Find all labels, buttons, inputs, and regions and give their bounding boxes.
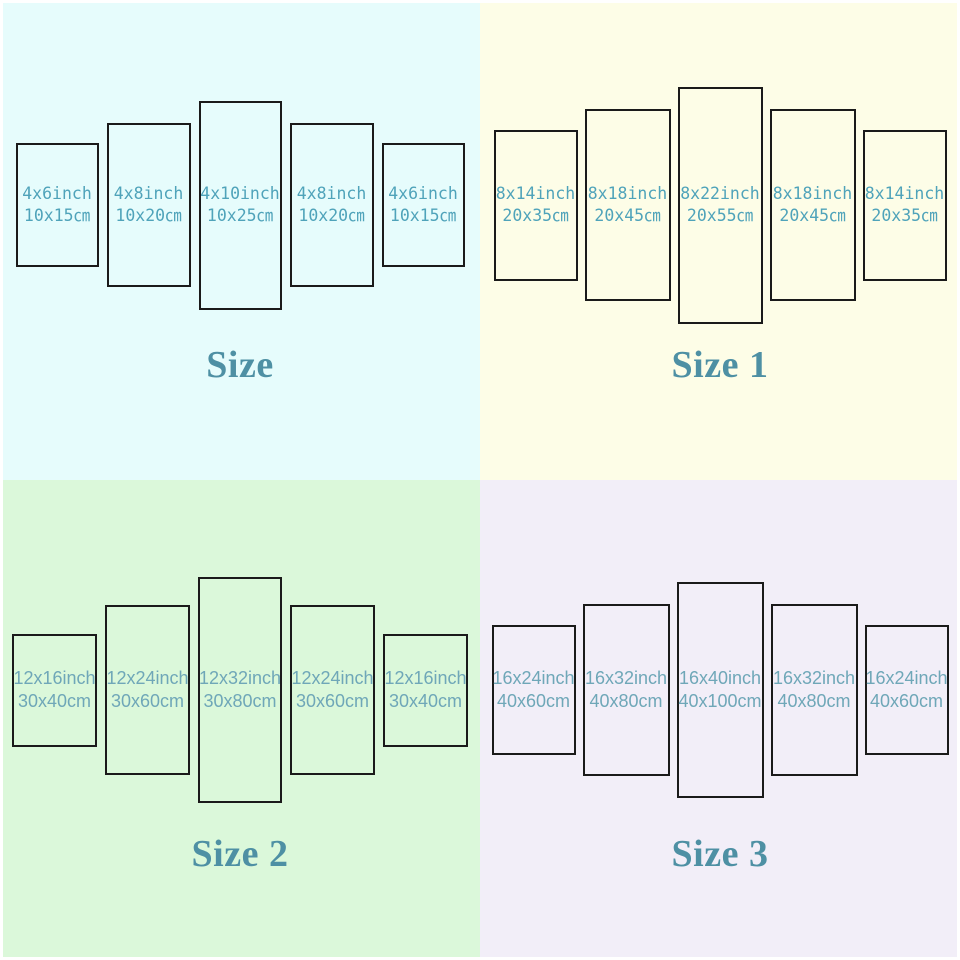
- canvas-panel: 8x14inch 20x35㎝: [493, 129, 578, 281]
- canvas-panel: 16x32inch 40x80cm: [582, 604, 670, 776]
- panel-size-inch: 4x6inch: [22, 183, 92, 203]
- canvas-panel: 4x6inch 10x15㎝: [381, 143, 465, 267]
- panel-size-cm: 30x60cm: [110, 691, 185, 711]
- section-title: Size 3: [671, 833, 769, 875]
- panel-size-inch: 16x32inch: [772, 667, 856, 688]
- panel-size-cm: 10x15㎝: [389, 206, 457, 225]
- panel-size-inch: 8x18inch: [587, 183, 668, 203]
- canvas-panel: 8x14inch 20x35㎝: [862, 129, 947, 281]
- panel-size-cm: 10x20㎝: [298, 206, 365, 225]
- panel-size-cm: 20x45㎝: [779, 206, 846, 225]
- canvas-panel: 4x8inch 10x20㎝: [106, 123, 191, 287]
- canvas-panel: 8x18inch 20x45㎝: [769, 109, 856, 301]
- canvas-panel: 12x24inch 30x60cm: [290, 605, 375, 775]
- canvas-panel: 8x22inch 20x55㎝: [677, 86, 763, 324]
- size-chart-section-size: 4x6inch 10x15㎝ 4x8inch 10x20㎝ 4x10inch 1…: [0, 0, 480, 480]
- section-title: Size: [206, 344, 274, 386]
- canvas-panel: 12x32inch 30x80cm: [198, 577, 282, 803]
- panels-row: 16x24inch 40x60cm 16x32inch 40x80cm 16x4…: [480, 480, 960, 900]
- panel-size-cm: 40x60cm: [869, 691, 944, 711]
- panel-size-cm: 30x80cm: [203, 691, 277, 711]
- panel-size-inch: 8x14inch: [864, 183, 945, 203]
- size-chart-section-size-3: 16x24inch 40x60cm 16x32inch 40x80cm 16x4…: [480, 480, 960, 960]
- panels-row: 12x16inch 30x40cm 12x24inch 30x60cm 12x3…: [0, 480, 480, 900]
- panel-size-cm: 10x20㎝: [115, 206, 182, 225]
- panel-size-inch: 4x6inch: [388, 183, 458, 203]
- canvas-panel: 16x24inch 40x60cm: [864, 625, 949, 755]
- canvas-panel: 12x16inch 30x40cm: [12, 633, 97, 747]
- panel-size-cm: 30x40cm: [388, 691, 463, 711]
- canvas-panel: 4x10inch 10x25㎝: [198, 100, 282, 310]
- panel-size-inch: 16x32inch: [584, 667, 668, 688]
- panel-size-inch: 8x18inch: [772, 183, 853, 203]
- panels-row: 4x6inch 10x15㎝ 4x8inch 10x20㎝ 4x10inch 1…: [0, 0, 480, 410]
- panel-size-inch: 4x10inch: [200, 183, 280, 203]
- panel-size-inch: 16x24inch: [865, 667, 948, 688]
- canvas-panel: 8x18inch 20x45㎝: [584, 109, 671, 301]
- panel-size-inch: 4x8inch: [113, 183, 184, 203]
- panel-size-cm: 40x100cm: [678, 691, 762, 711]
- panel-size-cm: 10x25㎝: [206, 206, 274, 225]
- panel-size-cm: 40x80cm: [777, 691, 851, 711]
- panel-size-cm: 20x35㎝: [871, 206, 938, 225]
- panel-size-inch: 12x16inch: [13, 667, 96, 688]
- panel-size-inch: 8x14inch: [495, 183, 576, 203]
- section-title: Size 1: [671, 344, 769, 386]
- panel-size-cm: 20x45㎝: [594, 206, 661, 225]
- panel-size-cm: 20x55㎝: [686, 206, 754, 225]
- panel-size-cm: 10x15㎝: [23, 206, 91, 225]
- panel-size-inch: 12x24inch: [106, 667, 189, 688]
- canvas-panel: 4x6inch 10x15㎝: [15, 143, 99, 267]
- panels-row: 8x14inch 20x35㎝ 8x18inch 20x45㎝ 8x22inch…: [480, 0, 960, 410]
- size-chart-section-size-1: 8x14inch 20x35㎝ 8x18inch 20x45㎝ 8x22inch…: [480, 0, 960, 480]
- panel-size-inch: 4x8inch: [296, 183, 367, 203]
- panel-size-inch: 12x24inch: [291, 667, 374, 688]
- panel-size-cm: 40x60cm: [496, 691, 571, 711]
- canvas-panel: 16x40inch 40x100cm: [676, 582, 764, 798]
- canvas-panel: 16x24inch 40x60cm: [491, 625, 576, 755]
- panel-size-inch: 12x32inch: [198, 667, 282, 688]
- panel-size-inch: 12x16inch: [384, 667, 467, 688]
- section-title: Size 2: [191, 833, 289, 875]
- canvas-panel: 16x32inch 40x80cm: [770, 604, 858, 776]
- panel-size-cm: 40x80cm: [589, 691, 663, 711]
- canvas-panel: 4x8inch 10x20㎝: [289, 123, 374, 287]
- panel-size-cm: 20x35㎝: [502, 206, 569, 225]
- panel-size-inch: 16x24inch: [492, 667, 575, 688]
- canvas-panel: 12x16inch 30x40cm: [383, 633, 468, 747]
- canvas-panel: 12x24inch 30x60cm: [105, 605, 190, 775]
- panel-size-inch: 8x22inch: [680, 183, 760, 203]
- panel-size-cm: 30x60cm: [295, 691, 370, 711]
- panel-size-cm: 30x40cm: [17, 691, 92, 711]
- panel-size-inch: 16x40inch: [678, 667, 762, 688]
- size-chart-section-size-2: 12x16inch 30x40cm 12x24inch 30x60cm 12x3…: [0, 480, 480, 960]
